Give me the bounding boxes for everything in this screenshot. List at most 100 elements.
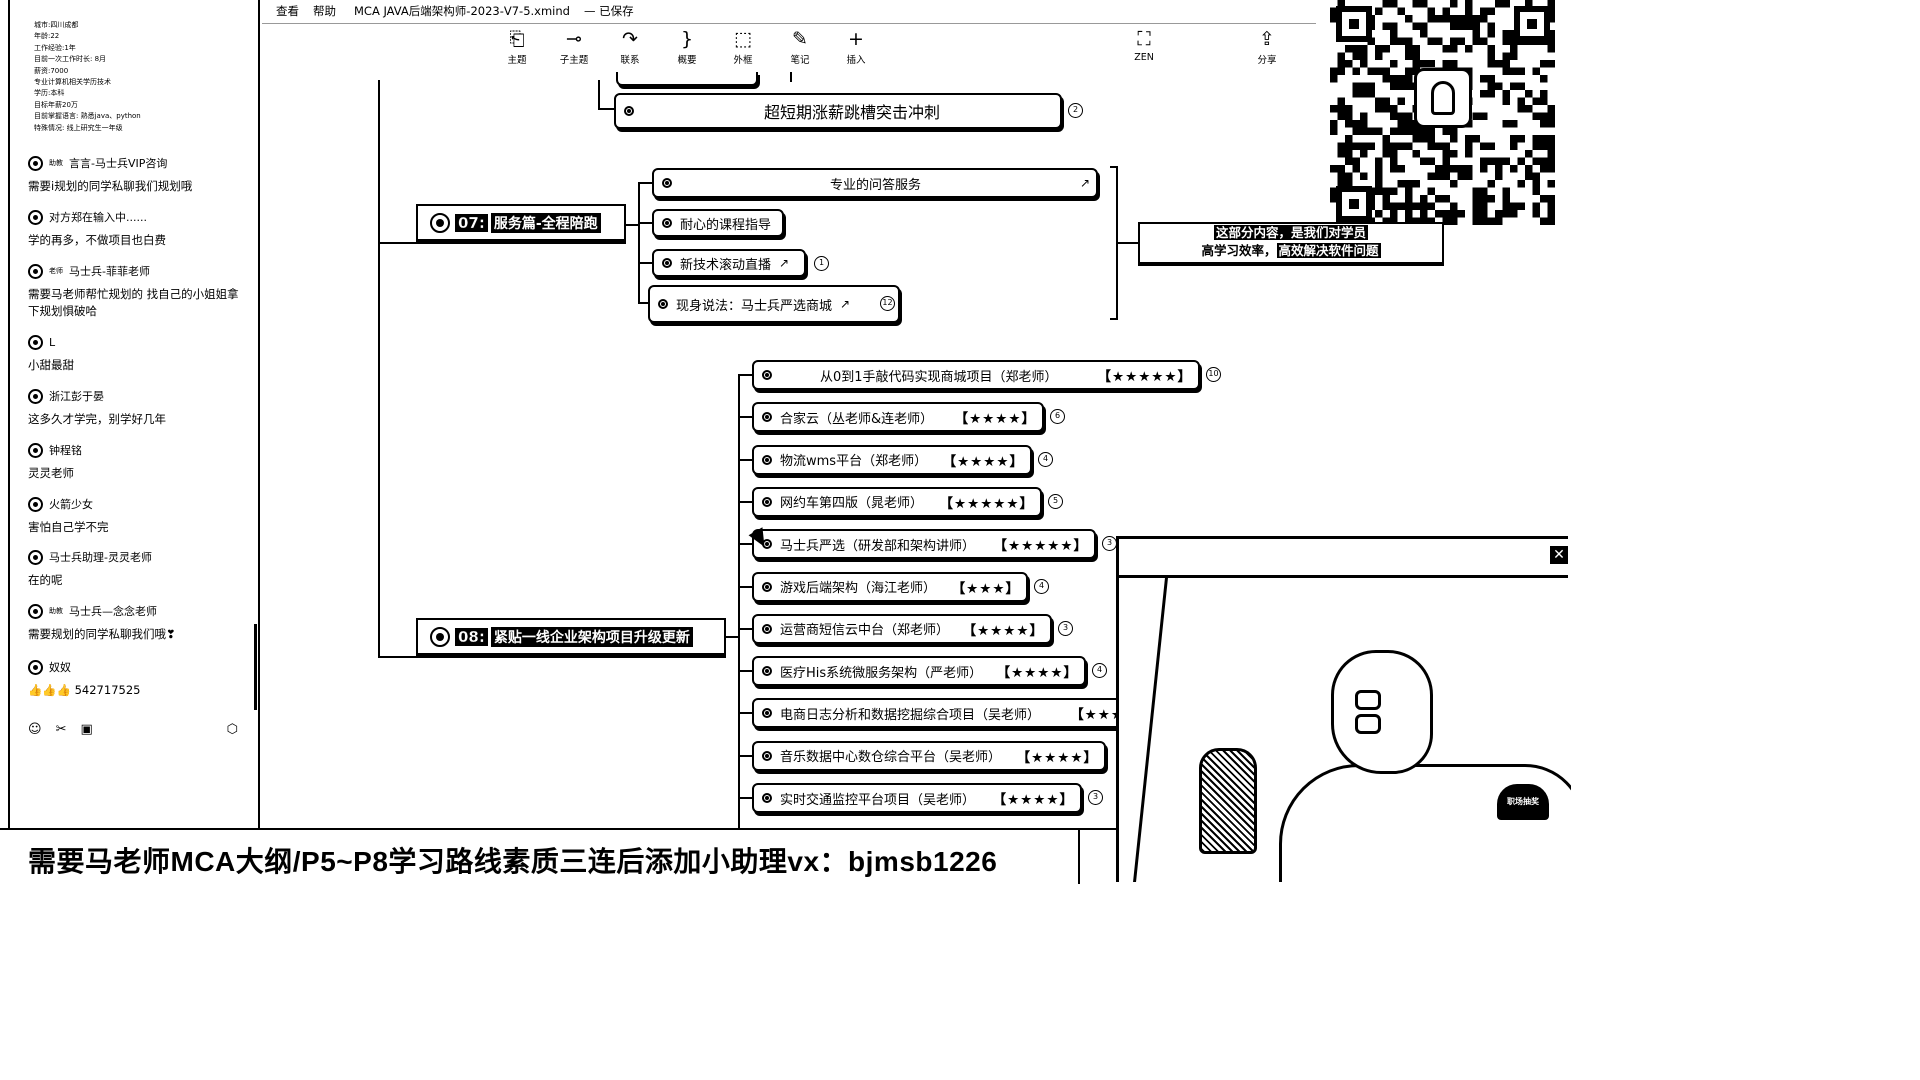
subtopic-node[interactable]: 现身说法：马士兵严选商城 ↗ xyxy=(648,285,900,323)
qr-module xyxy=(1487,52,1495,60)
child-count-badge[interactable]: 5 xyxy=(1048,493,1063,509)
child-count-badge[interactable]: 10 xyxy=(1206,367,1221,382)
external-link-icon[interactable]: ↗ xyxy=(779,256,790,270)
user-name[interactable]: 言言-马士兵VIP咨询 xyxy=(69,157,168,170)
topic-node-partial[interactable] xyxy=(616,72,758,86)
insert-button[interactable]: + 插入 xyxy=(832,26,880,66)
avatar[interactable] xyxy=(28,603,43,619)
user-name[interactable]: 钟程铭 xyxy=(49,444,82,457)
qr-module xyxy=(1487,142,1495,150)
avatar[interactable] xyxy=(28,334,43,350)
child-count-badge[interactable]: 4 xyxy=(1038,451,1053,467)
child-count-badge[interactable]: 2 xyxy=(1068,103,1083,118)
profile-line: 城市:四川成都 xyxy=(34,21,79,29)
avatar[interactable] xyxy=(28,388,43,404)
qr-module xyxy=(1360,45,1368,53)
profile-line: 目前一次工作时长: 8月 xyxy=(34,55,107,64)
project-node[interactable]: 从0到1手敲代码实现商城项目（郑老师）【★★★★★】 xyxy=(752,360,1200,390)
chat-message: 浙江彭于晏 这多久才学完，别学好几年 xyxy=(28,388,246,428)
child-count-badge[interactable]: 3 xyxy=(1102,536,1117,552)
qr-module xyxy=(1382,195,1390,203)
chat-message: 老师马士兵-菲菲老师 需要马老师帮忙规划的 找自己的小姐姐拿下规划惧破哈 xyxy=(28,263,246,320)
chat-scrollbar[interactable] xyxy=(254,624,257,710)
menu-view[interactable]: 查看 xyxy=(276,4,299,18)
qr-module xyxy=(1540,195,1548,203)
summary-label: 概要 xyxy=(677,55,697,66)
qr-module xyxy=(1382,187,1390,195)
topic-marker-icon xyxy=(662,218,672,228)
scissors-icon[interactable]: ✂ xyxy=(55,721,67,737)
qr-finder xyxy=(1336,186,1372,222)
child-count-badge[interactable]: 3 xyxy=(1058,620,1073,636)
section-08-node[interactable]: 08: 紧贴一线企业架构项目升级更新 xyxy=(416,618,726,658)
subtopic-button[interactable]: ⊸ 子主题 xyxy=(550,26,598,66)
summary-note[interactable]: 这部分内容，是我们对学员 高学习效率，高效解决软件问题 xyxy=(1138,222,1444,266)
qr-module xyxy=(1375,172,1383,180)
avatar[interactable] xyxy=(28,442,43,458)
qr-module xyxy=(1517,157,1525,165)
user-name[interactable]: 对方郑在输入中...... xyxy=(49,211,147,224)
user-name[interactable]: 浙江彭于晏 xyxy=(49,390,104,403)
avatar[interactable] xyxy=(28,263,43,279)
qr-module xyxy=(1420,127,1428,135)
topic-button[interactable]: ⎗ 主题 xyxy=(493,26,541,66)
topic-node[interactable]: 超短期涨薪跳槽突击冲刺 xyxy=(614,93,1062,129)
project-node[interactable]: 物流wms平台（郑老师）【★★★★】 xyxy=(752,444,1032,475)
project-node[interactable]: 游戏后端架构（海江老师）【★★★】 xyxy=(752,571,1028,602)
emoji-icon[interactable]: ☺ xyxy=(28,721,42,737)
project-node[interactable]: 网约车第四版（晁老师）【★★★★★】 xyxy=(752,486,1042,517)
qr-module xyxy=(1442,45,1450,53)
qr-module xyxy=(1525,150,1533,158)
avatar[interactable] xyxy=(28,659,43,675)
project-node[interactable]: 运营商短信云中台（郑老师）【★★★★】 xyxy=(752,613,1052,644)
settings-icon[interactable]: ⬡ xyxy=(226,721,238,737)
qr-module xyxy=(1427,37,1435,45)
qr-module xyxy=(1510,82,1518,90)
user-name[interactable]: 奴奴 xyxy=(49,661,71,674)
user-name[interactable]: 马士兵助理-灵灵老师 xyxy=(49,551,152,564)
child-count-badge[interactable]: 1 xyxy=(814,256,829,271)
relation-button[interactable]: ↷ 联系 xyxy=(606,26,654,66)
external-link-icon[interactable]: ↗ xyxy=(1079,176,1090,190)
user-name[interactable]: L xyxy=(49,335,56,349)
project-node[interactable]: 医疗His系统微服务架构（严老师）【★★★★】 xyxy=(752,656,1086,687)
note-button[interactable]: ✎ 笔记 xyxy=(776,26,824,66)
subtopic-node[interactable]: 新技术滚动直播 ↗ xyxy=(652,249,806,277)
rating-stars: 【★★★★】 xyxy=(954,411,1036,428)
webcam-video[interactable]: 职场抽奖 xyxy=(1116,578,1571,882)
section-07-node[interactable]: 07: 服务篇-全程陪跑 xyxy=(416,204,626,244)
project-node[interactable]: 合家云（丛老师&连老师）【★★★★】 xyxy=(752,402,1044,433)
qr-module xyxy=(1345,60,1353,68)
share-button[interactable]: ⇪ 分享 xyxy=(1243,26,1291,66)
qr-module xyxy=(1405,15,1413,23)
user-name[interactable]: 马士兵—念念老师 xyxy=(69,605,157,618)
qr-module xyxy=(1420,217,1428,225)
video-desk-edge xyxy=(1133,578,1168,882)
image-icon[interactable]: ▣ xyxy=(80,721,93,737)
project-node[interactable]: 音乐数据中心数仓综合平台（吴老师）【★★★★】 xyxy=(752,740,1106,771)
close-button[interactable]: ✕ xyxy=(1550,546,1568,564)
child-count-badge[interactable]: 6 xyxy=(1050,409,1065,425)
user-name[interactable]: 马士兵-菲菲老师 xyxy=(69,265,150,278)
avatar[interactable] xyxy=(28,549,43,565)
qr-module xyxy=(1525,165,1533,173)
avatar[interactable] xyxy=(28,496,43,512)
avatar[interactable] xyxy=(28,155,43,171)
subtopic-node[interactable]: 专业的问答服务 ↗ xyxy=(652,168,1098,198)
child-count-badge[interactable]: 12 xyxy=(880,296,895,311)
avatar[interactable] xyxy=(28,209,43,225)
subtopic-node[interactable]: 耐心的课程指导 xyxy=(652,209,784,237)
child-count-badge[interactable]: 4 xyxy=(1034,578,1049,594)
external-link-icon[interactable]: ↗ xyxy=(840,297,851,311)
summary-button[interactable]: } 概要 xyxy=(663,26,711,66)
qr-module xyxy=(1412,0,1420,8)
zen-button[interactable]: ⛶ ZEN xyxy=(1120,26,1168,63)
project-node[interactable]: 电商日志分析和数据挖掘综合项目（吴老师）【★★★ xyxy=(752,698,1132,729)
project-node[interactable]: 实时交通监控平台项目（吴老师）【★★★★】 xyxy=(752,783,1082,813)
child-count-badge[interactable]: 4 xyxy=(1092,663,1107,679)
boundary-button[interactable]: ⬚ 外框 xyxy=(719,26,767,66)
child-count-badge[interactable]: 3 xyxy=(1088,790,1103,805)
menu-help[interactable]: 帮助 xyxy=(313,4,336,18)
project-node[interactable]: 马士兵严选（研发部和架构讲师）【★★★★★】 xyxy=(752,529,1096,560)
user-name[interactable]: 火箭少女 xyxy=(49,498,93,511)
